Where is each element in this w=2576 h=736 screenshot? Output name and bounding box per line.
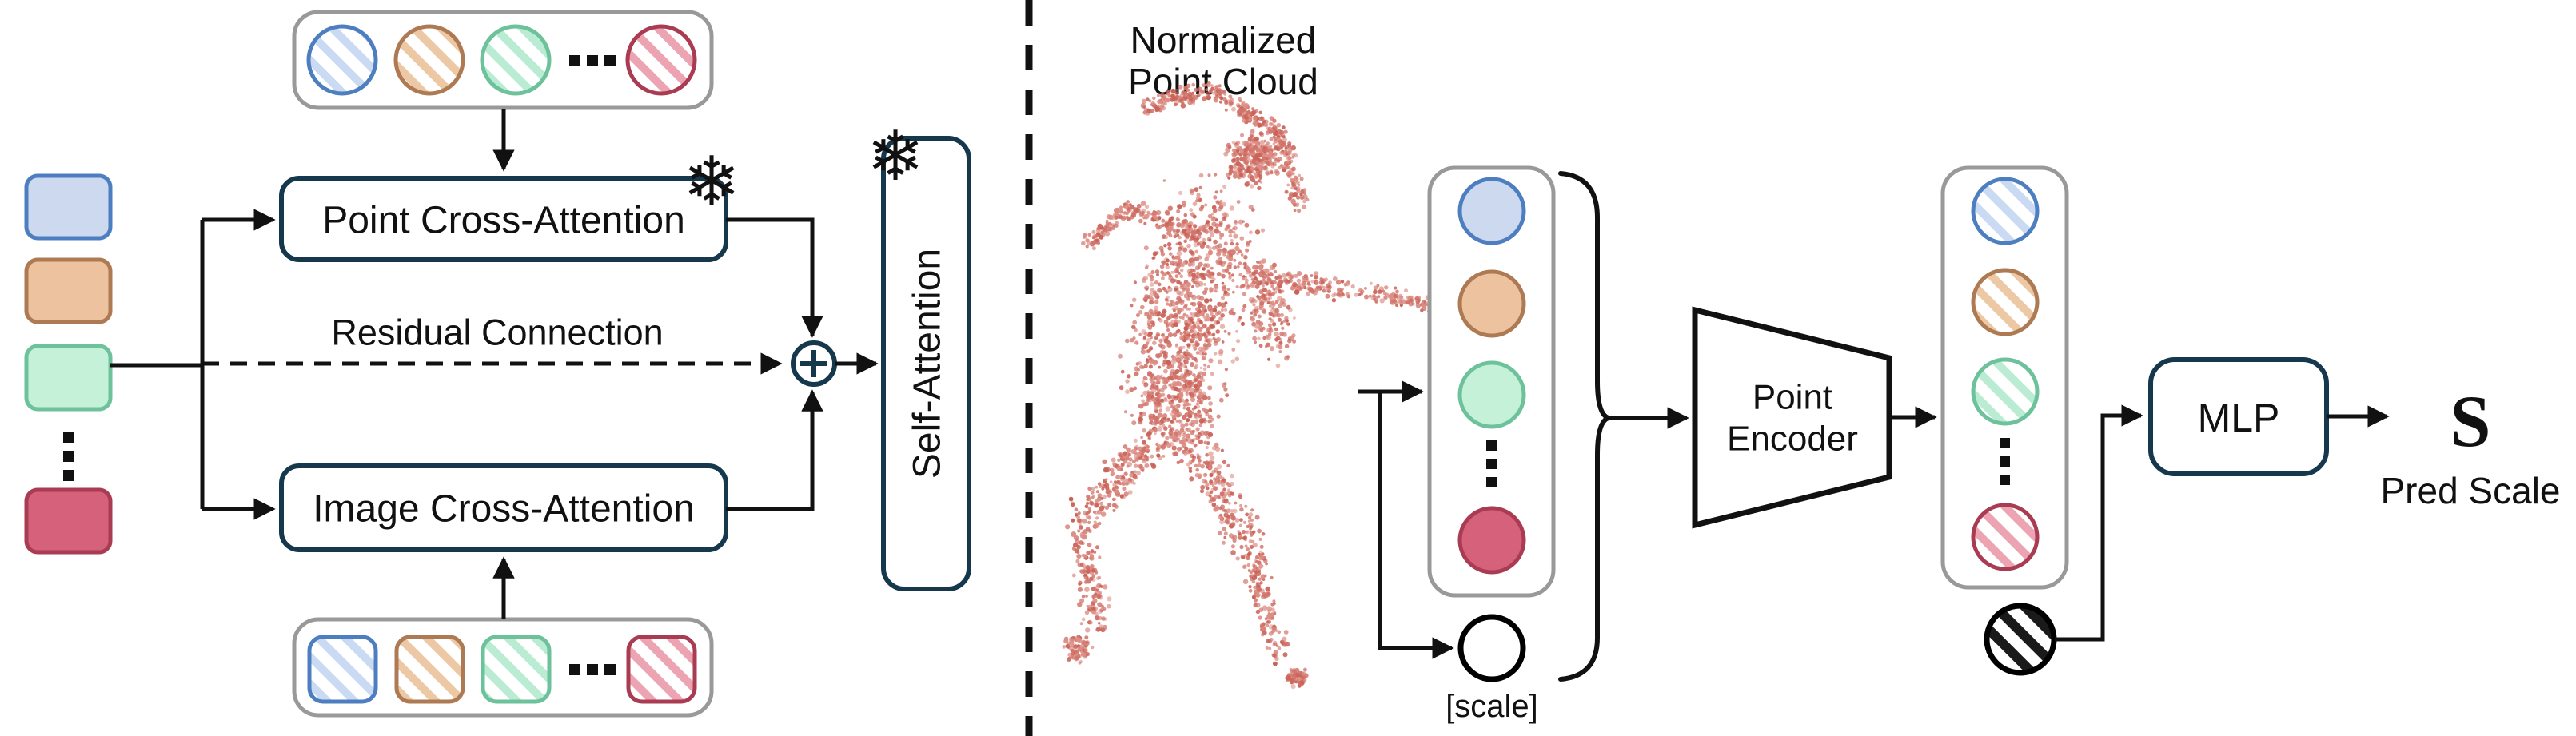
residual-adder-icon (791, 340, 837, 387)
residual-connection-label: Residual Connection (331, 312, 663, 353)
image-feature-green (481, 635, 552, 704)
scale-token-label: [scale] (1446, 689, 1538, 724)
point-feature-blue (306, 24, 378, 96)
encoded-scale-token (1984, 603, 2057, 676)
stack2-token-green (1971, 357, 2040, 426)
point-feature-red (625, 24, 697, 96)
input-branch-lines (110, 209, 276, 520)
point-encoder-box: Point Encoder (1692, 306, 1892, 529)
vertical-ellipsis-icon (2000, 438, 2010, 485)
self-attention-box: Self-Attention (881, 136, 971, 591)
mlp-box: MLP (2148, 357, 2329, 476)
ellipsis-icon (569, 664, 616, 675)
image-feature-red (626, 635, 697, 704)
point-feature-green (480, 24, 552, 96)
vertical-ellipsis-icon (1486, 440, 1497, 487)
brace-group-tokens (1558, 171, 1617, 682)
point-encoder-label-line2: Encoder (1727, 420, 1858, 459)
self-attention-label: Self-Attention (907, 249, 949, 479)
point-cloud-figure (1062, 81, 1525, 690)
pred-scale-symbol: S (2450, 380, 2490, 462)
encoded-point-token-stack (1940, 165, 2069, 590)
image-cross-attention-box: Image Cross-Attention (279, 463, 728, 552)
ica-output-line (726, 389, 823, 511)
stack2-token-blue (1971, 177, 2040, 245)
frozen-snowflake-icon: ❄ (683, 144, 740, 221)
point-cloud-title-line1: Normalized (1130, 19, 1317, 61)
point-cloud-title-line2: Point Cloud (1128, 61, 1318, 102)
stack1-token-red (1457, 506, 1526, 575)
stack1-token-blue (1457, 177, 1526, 245)
token-red (24, 487, 113, 555)
point-feature-capsule (292, 10, 714, 110)
scale-token (1457, 614, 1526, 682)
ellipsis-icon (569, 55, 616, 66)
pred-scale-label: Pred Scale (2380, 470, 2560, 511)
token-blue (24, 173, 113, 241)
input-token-column (24, 173, 113, 555)
mlp-label: MLP (2198, 396, 2280, 440)
point-cross-attention-label: Point Cross-Attention (322, 200, 685, 242)
arrow-scaletoken-to-mlp (2055, 404, 2143, 642)
token-orange (24, 257, 113, 324)
stack2-token-orange (1971, 268, 2040, 336)
arrow-cloud-to-scale-token (1378, 392, 1454, 659)
input-point-token-stack (1427, 165, 1556, 598)
pca-output-line (726, 217, 823, 338)
image-feature-capsule (292, 617, 714, 718)
frozen-snowflake-icon: ❄ (867, 118, 924, 195)
point-cross-attention-box: Point Cross-Attention (279, 176, 728, 262)
token-green (24, 344, 113, 412)
vertical-ellipsis-icon (63, 432, 74, 481)
image-cross-attention-label: Image Cross-Attention (313, 488, 695, 531)
point-encoder-label-line1: Point (1753, 378, 1832, 417)
image-feature-orange (394, 635, 465, 704)
image-feature-blue (307, 635, 378, 704)
stack1-token-green (1457, 360, 1526, 429)
stack2-token-red (1971, 503, 2040, 571)
stack1-token-orange (1457, 269, 1526, 338)
point-feature-orange (393, 24, 465, 96)
